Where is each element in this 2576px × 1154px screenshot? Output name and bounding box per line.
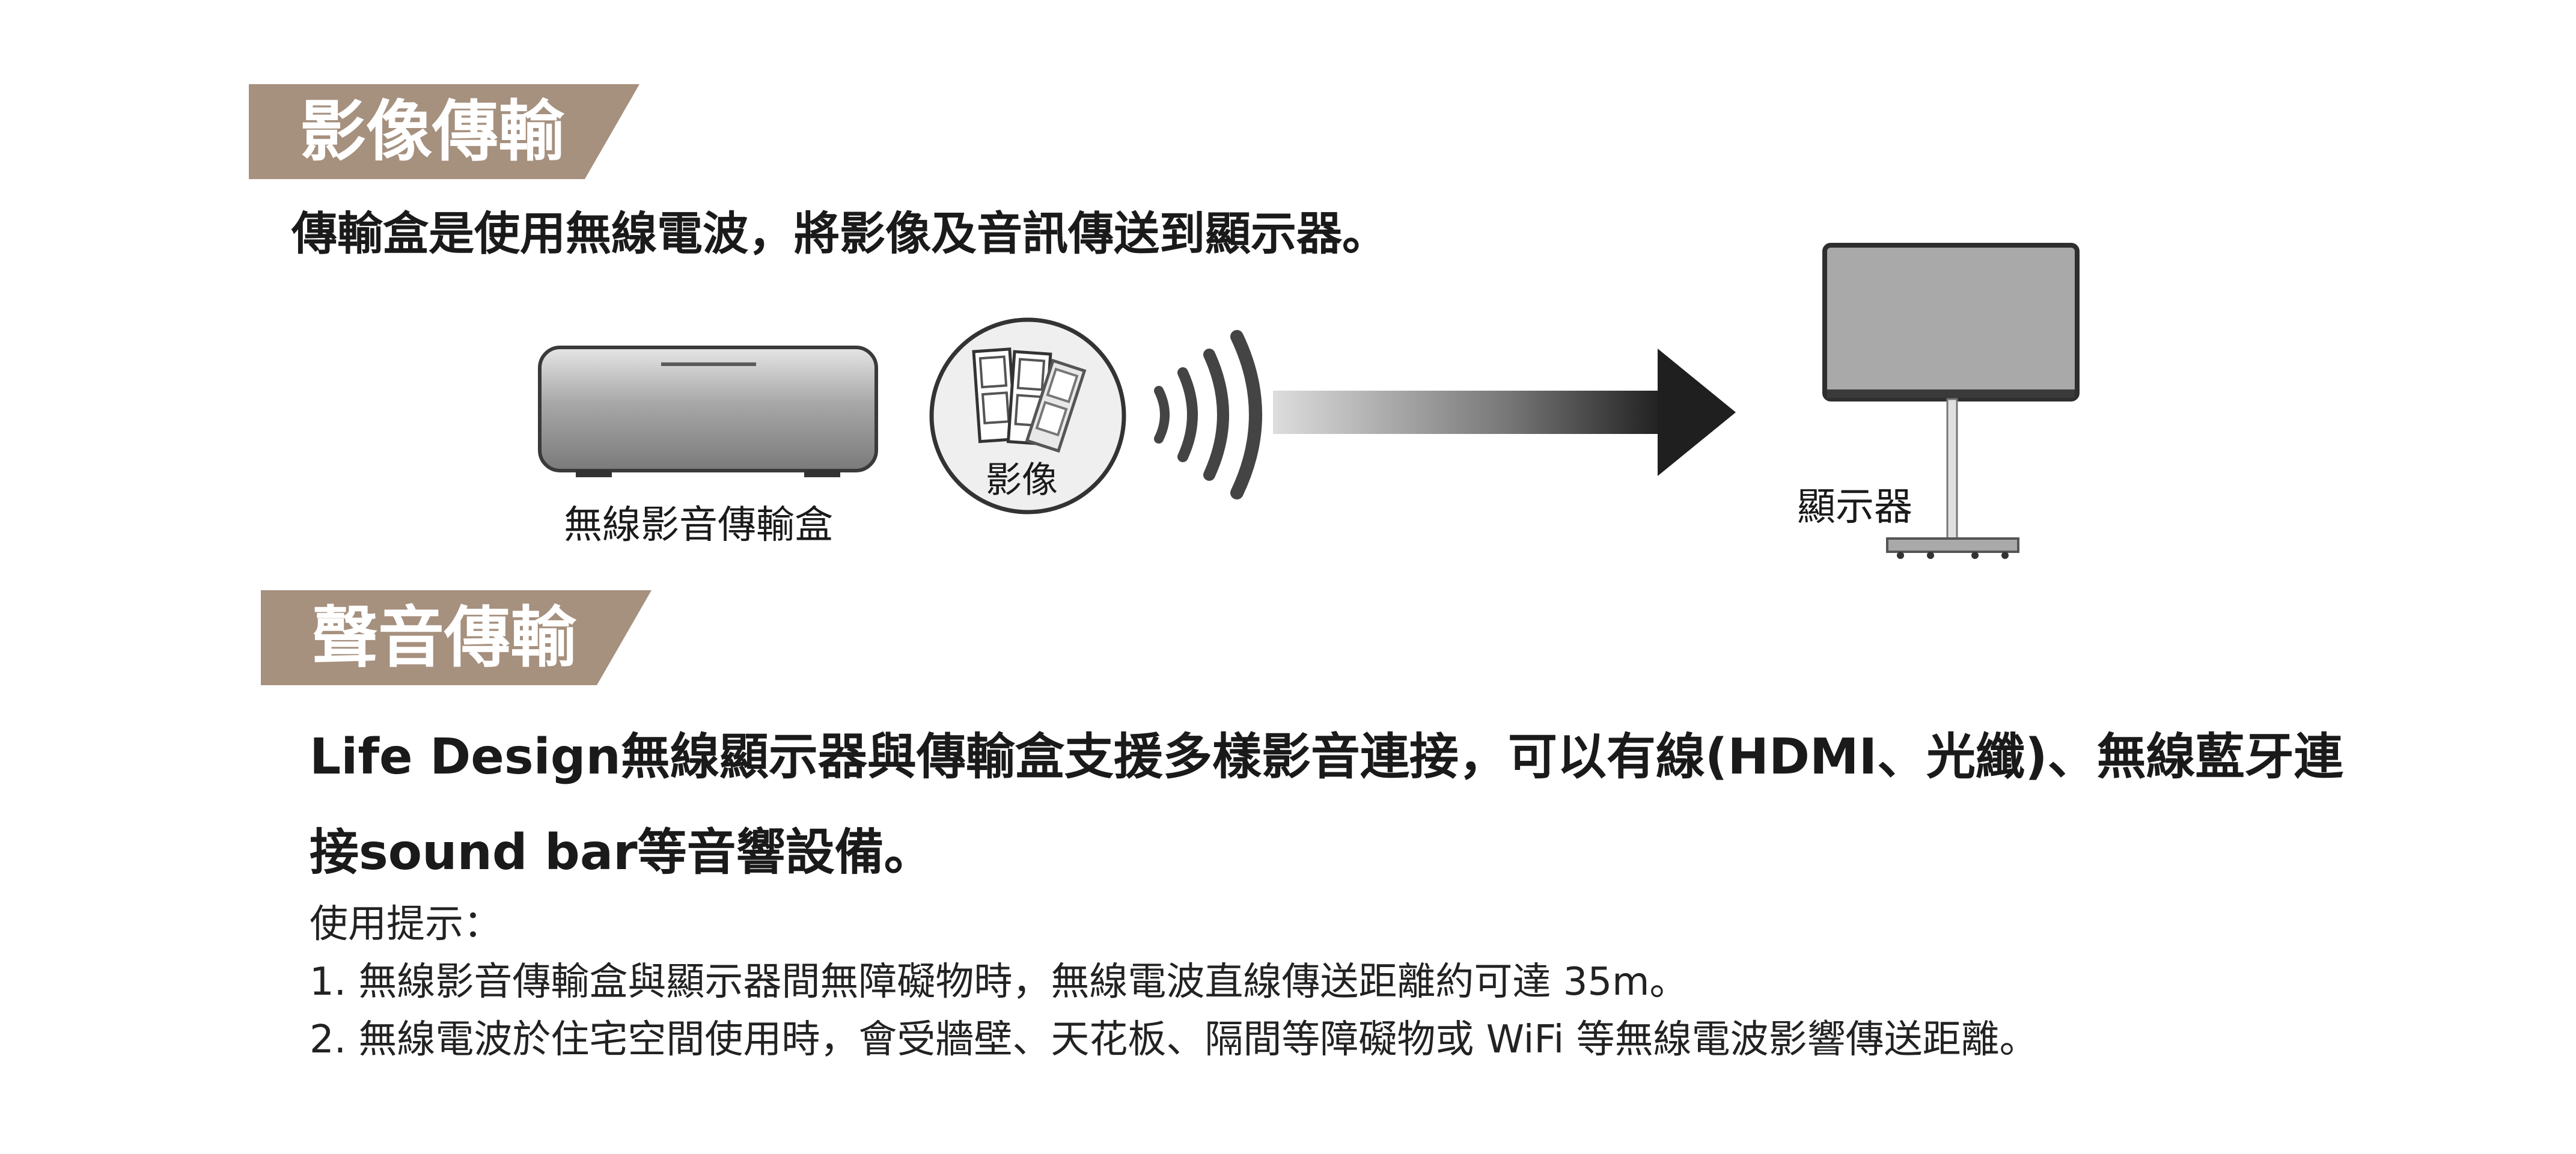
usage-tips-title: 使用提示： bbox=[310, 902, 502, 947]
transmission-box-icon bbox=[538, 346, 878, 477]
film-strip-icon bbox=[929, 317, 1126, 514]
signal-arrow-icon bbox=[1273, 349, 1736, 476]
section-heading-video-text: 影像傳輸 bbox=[300, 93, 564, 170]
display-label: 顯示器 bbox=[1797, 485, 1912, 530]
usage-tip-item: 1. 無線影音傳輸盒與顯示器間無障礙物時，無線電波直線傳送距離約可達 35m。 bbox=[310, 960, 1688, 1004]
section-heading-audio: 聲音傳輸 bbox=[261, 590, 652, 685]
section-heading-audio-text: 聲音傳輸 bbox=[312, 599, 576, 676]
video-label: 影像 bbox=[986, 459, 1058, 501]
video-description: 傳輸盒是使用無線電波，將影像及音訊傳送到顯示器。 bbox=[291, 207, 1388, 260]
usage-tip-item: 2. 無線電波於住宅空間使用時，會受牆壁、天花板、隔間等障礙物或 WiFi 等無… bbox=[310, 1018, 2038, 1062]
transmission-box-label: 無線影音傳輸盒 bbox=[564, 503, 833, 548]
audio-description: Life Design無線顯示器與傳輸盒支援多樣影音連接，可以有線(HDMI、光… bbox=[310, 728, 2343, 881]
wireless-wave-icon bbox=[1154, 330, 1262, 499]
display-icon bbox=[1822, 243, 2080, 559]
section-heading-video: 影像傳輸 bbox=[249, 84, 639, 179]
usage-tips: 使用提示： 1. 無線影音傳輸盒與顯示器間無障礙物時，無線電波直線傳送距離約可達… bbox=[310, 896, 2038, 1069]
